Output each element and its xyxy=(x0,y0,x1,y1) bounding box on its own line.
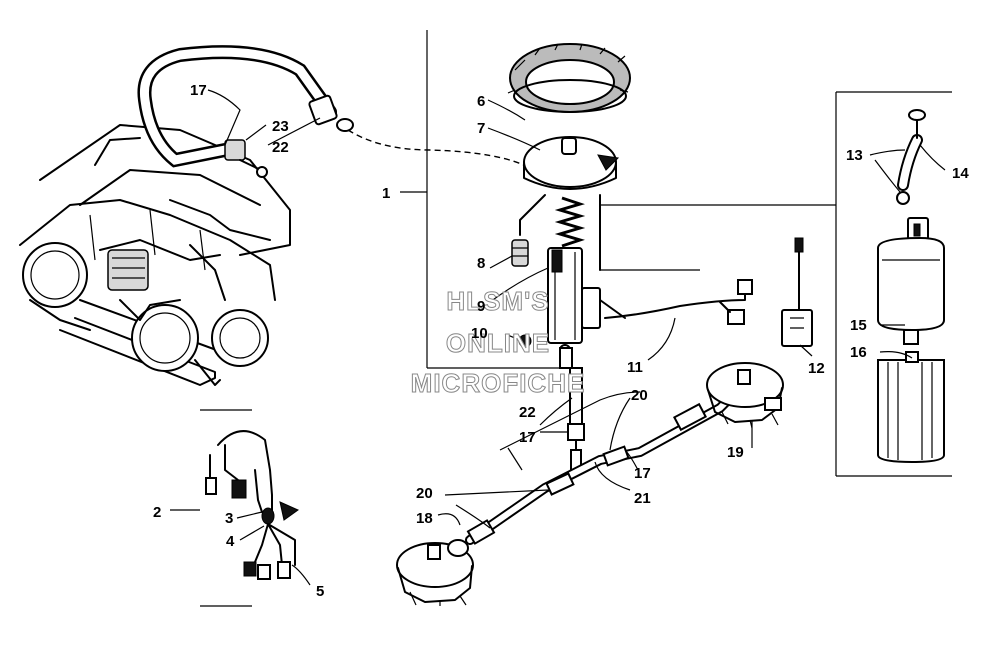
callout-22-center: 22 xyxy=(519,404,536,421)
callout-7: 7 xyxy=(477,120,485,137)
callout-21: 21 xyxy=(634,490,651,507)
callout-9: 9 xyxy=(477,298,485,315)
callout-20-left: 20 xyxy=(416,485,433,502)
fuel-pickup-19 xyxy=(706,362,784,429)
electric-fuel-pump-15 xyxy=(877,217,945,345)
fuel-pump-sender-assembly xyxy=(519,194,626,369)
callout-labels: 1 2 3 4 5 6 7 8 9 10 11 12 13 14 15 16 1… xyxy=(153,82,969,600)
vent-line-dashed xyxy=(347,129,531,169)
callout-17-top: 17 xyxy=(190,82,207,99)
wire-harness-11 xyxy=(604,279,753,325)
callout-22-top: 22 xyxy=(272,139,289,156)
callout-2: 2 xyxy=(153,504,161,521)
callout-1: 1 xyxy=(382,185,390,202)
fuel-line-assembly-lower xyxy=(465,367,735,545)
callout-16: 16 xyxy=(850,344,867,361)
pump-flange-7 xyxy=(523,136,620,190)
engine-assembly-illustration xyxy=(19,124,291,386)
callout-6: 6 xyxy=(477,93,485,110)
callout-23: 23 xyxy=(272,118,289,135)
callout-leaders xyxy=(170,89,946,586)
pump-hose-13 xyxy=(896,109,926,205)
grommet-8 xyxy=(511,239,529,267)
callout-8: 8 xyxy=(477,255,485,272)
watermark-line-1: HLSM'S xyxy=(446,286,549,316)
callout-11: 11 xyxy=(627,359,643,376)
fuel-pickup-18 xyxy=(396,539,474,606)
nut-10 xyxy=(518,334,532,348)
callout-5: 5 xyxy=(316,583,324,600)
callout-4: 4 xyxy=(226,533,235,550)
callout-19: 19 xyxy=(727,444,744,461)
callout-12: 12 xyxy=(808,360,825,377)
callout-15: 15 xyxy=(850,317,867,334)
callout-13: 13 xyxy=(846,147,863,164)
callout-20-right: 20 xyxy=(631,387,648,404)
connector-12 xyxy=(781,237,813,347)
callout-17-right: 17 xyxy=(634,465,651,482)
watermark: HLSM'S ONLINE MICROFICHE xyxy=(410,286,586,399)
watermark-line-3: MICROFICHE xyxy=(411,368,586,398)
callout-18: 18 xyxy=(416,510,433,527)
assembly-bracket-1 xyxy=(400,30,570,369)
wire-harness-2 xyxy=(200,409,300,607)
lock-ring-6 xyxy=(507,43,631,113)
pump-sleeve-16 xyxy=(877,351,945,464)
callout-14: 14 xyxy=(952,165,969,182)
fuel-hose-17-loop xyxy=(137,45,354,178)
callout-3: 3 xyxy=(225,510,233,527)
callout-10: 10 xyxy=(471,325,488,342)
pump-kit-bracket xyxy=(600,91,952,477)
callout-17-center: 17 xyxy=(519,429,536,446)
watermark-line-2: ONLINE xyxy=(446,328,550,358)
